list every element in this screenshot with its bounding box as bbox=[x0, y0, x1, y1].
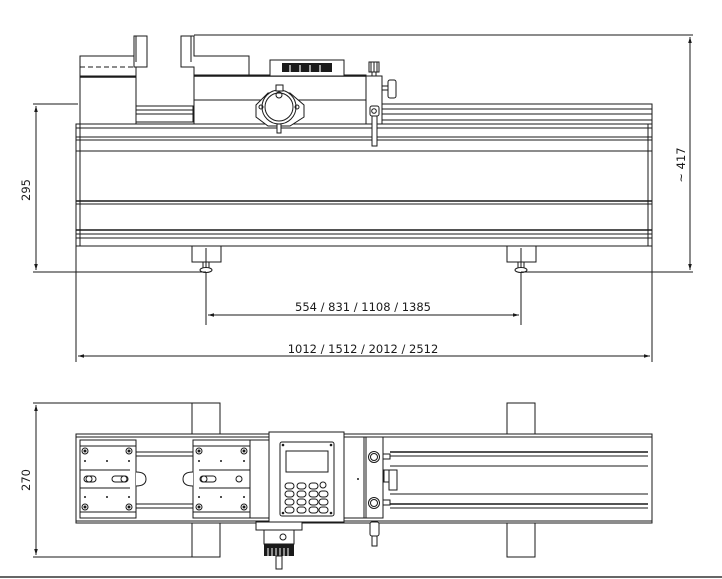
load-cell-knob bbox=[255, 521, 303, 570]
top-view: 270 bbox=[19, 402, 653, 570]
controller-unit bbox=[268, 431, 365, 523]
limit-switch-assembly bbox=[365, 61, 397, 147]
dim-height-417: ~ 417 bbox=[674, 147, 688, 182]
left-grip-plate bbox=[79, 439, 147, 519]
leveling-foot-left bbox=[191, 245, 222, 290]
right-grip-plate bbox=[182, 439, 271, 519]
rail-profile bbox=[75, 103, 653, 247]
moving-crosshead bbox=[180, 35, 367, 134]
left-clamp-block bbox=[79, 35, 194, 125]
controller-display bbox=[285, 450, 329, 473]
side-view: 295 ~ 417 554 / 831 / 1108 / 1385 1012 /… bbox=[19, 34, 693, 362]
limit-switch-block bbox=[363, 436, 398, 547]
dim-width-270: 270 bbox=[19, 469, 33, 491]
keypad bbox=[284, 481, 329, 514]
dim-height-295: 295 bbox=[19, 179, 33, 201]
dim-overall-length: 1012 / 1512 / 2012 / 2512 bbox=[288, 342, 439, 356]
leveling-foot-right bbox=[506, 245, 537, 325]
dim-foot-spacing: 554 / 831 / 1108 / 1385 bbox=[295, 300, 431, 314]
